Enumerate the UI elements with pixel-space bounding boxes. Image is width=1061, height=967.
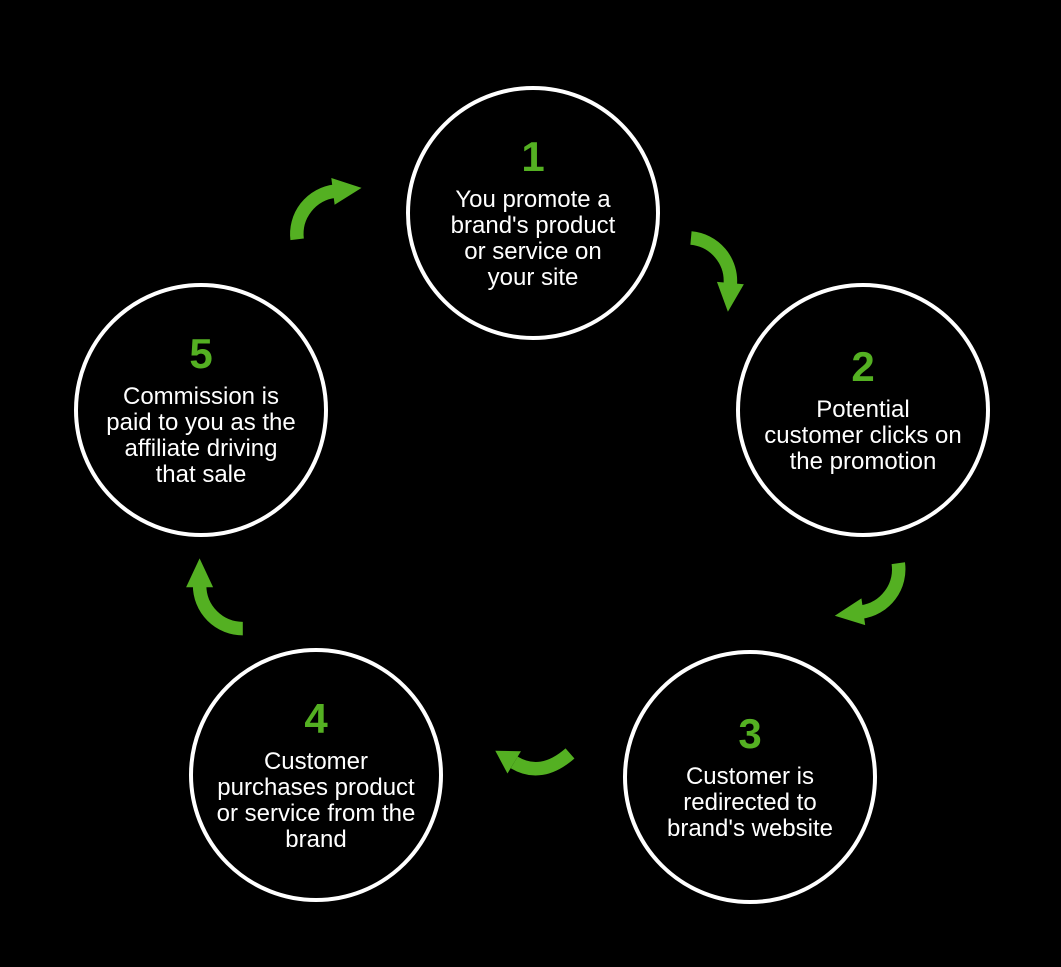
step-description-4: Customer purchases product or service fr… [216, 747, 416, 853]
step-description-5: Commission is paid to you as the affilia… [106, 382, 296, 488]
step-circle-2: 2 Potential customer clicks on the promo… [736, 283, 990, 537]
arrow-step3-to-step4-icon [487, 730, 581, 793]
step-circle-3: 3 Customer is redirected to brand's webs… [623, 650, 877, 904]
arrow-step2-to-step3-icon [827, 551, 917, 641]
step-number-5: 5 [189, 329, 213, 377]
step-circle-4: 4 Customer purchases product or service … [189, 648, 443, 902]
step-number-2: 2 [851, 342, 875, 390]
step-circle-1: 1 You promote a brand's product or servi… [406, 86, 660, 340]
step-circle-5: 5 Commission is paid to you as the affil… [74, 283, 328, 537]
step-description-2: Potential customer clicks on the promoti… [764, 395, 962, 475]
step-description-1: You promote a brand's product or service… [450, 185, 616, 291]
arrow-step5-to-step1-icon [279, 162, 369, 252]
step-number-4: 4 [304, 694, 328, 742]
arrow-step4-to-step5-icon [169, 553, 259, 643]
arrow-step1-to-step2-icon [672, 226, 762, 316]
step-number-1: 1 [521, 132, 545, 180]
step-number-3: 3 [738, 709, 762, 757]
step-description-3: Customer is redirected to brand's websit… [666, 762, 833, 842]
